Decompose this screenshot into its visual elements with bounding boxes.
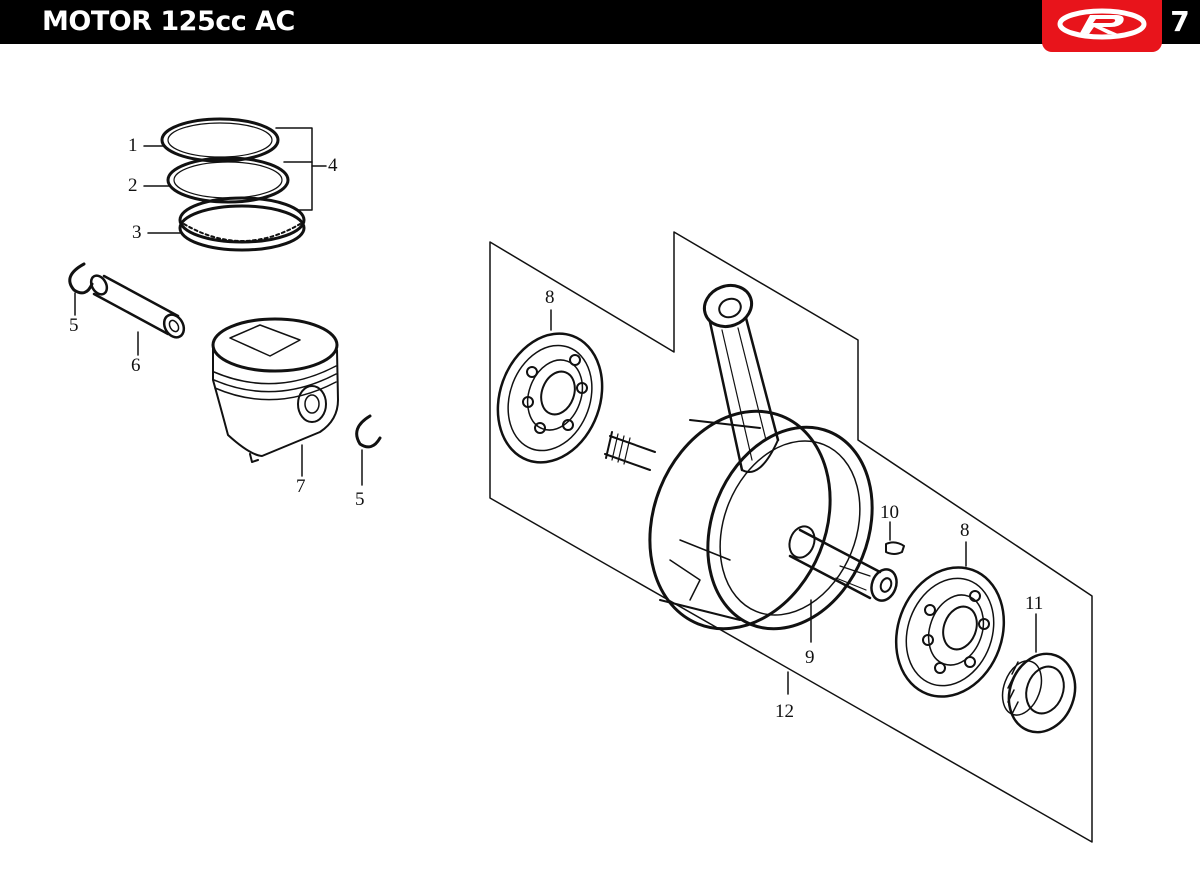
- callout-8-right: 8: [960, 520, 970, 541]
- brand-r-logo-icon: [1057, 8, 1147, 40]
- callout-6: 6: [131, 355, 141, 376]
- callout-5-right: 5: [355, 489, 365, 510]
- circlip-right: [355, 414, 382, 449]
- assembly-outline: [489, 231, 1093, 843]
- leader-lines-piston: [74, 127, 363, 486]
- page-title: MOTOR 125cc AC: [42, 6, 295, 37]
- woodruff-key: [885, 541, 905, 555]
- callout-11: 11: [1025, 593, 1044, 614]
- piston-ring-top: [160, 117, 280, 163]
- callout-8-left: 8: [545, 287, 555, 308]
- oil-ring: [178, 196, 306, 252]
- callout-7: 7: [296, 476, 306, 497]
- exploded-view-drawing: [68, 117, 1093, 843]
- leader-lines-crank: [550, 309, 1037, 695]
- bearing-left: [496, 332, 604, 464]
- crankshaft: [604, 409, 898, 631]
- piston-pin: [89, 274, 186, 339]
- callout-2: 2: [128, 175, 138, 196]
- header-bar: MOTOR 125cc AC 7: [0, 0, 1200, 52]
- callout-1: 1: [128, 135, 138, 156]
- bearing-right: [894, 566, 1006, 698]
- callout-3: 3: [132, 222, 142, 243]
- brand-badge: [1042, 0, 1162, 52]
- piston-ring-second: [166, 156, 290, 204]
- circlip-left: [68, 262, 94, 295]
- connecting-rod: [702, 283, 780, 473]
- callout-9: 9: [805, 647, 815, 668]
- page-number: 7: [1170, 5, 1190, 38]
- callout-5-left: 5: [69, 315, 79, 336]
- callout-4: 4: [328, 155, 338, 176]
- callout-10: 10: [880, 502, 899, 523]
- timing-sprocket: [1001, 652, 1077, 734]
- piston: [211, 317, 339, 463]
- callout-12: 12: [775, 701, 794, 722]
